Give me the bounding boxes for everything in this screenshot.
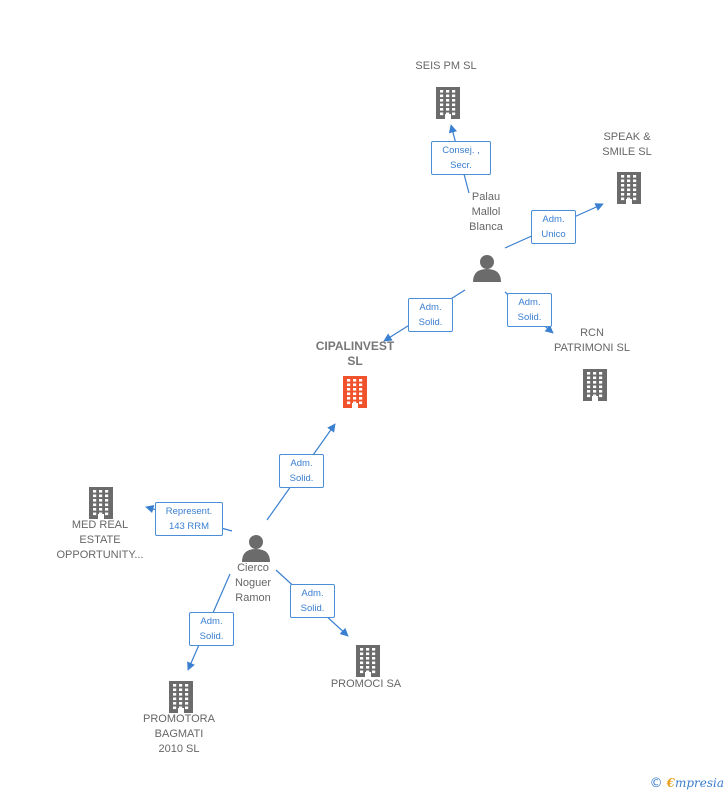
building-icon [436, 87, 460, 119]
edge-label: Consej. , Secr. [431, 141, 491, 175]
edge-label: Adm. Solid. [279, 454, 324, 488]
node-label-speak-smile[interactable]: SPEAK & SMILE SL [602, 131, 652, 158]
edge-label: Adm. Solid. [290, 584, 335, 618]
node-label-cierco[interactable]: Cierco Noguer Ramon [234, 562, 272, 604]
building-icon [617, 172, 641, 204]
building-icon [343, 376, 367, 408]
edge-label: Adm. Solid. [507, 293, 552, 327]
brand-name: mpresia [674, 776, 724, 790]
building-icon [356, 645, 380, 677]
node-label-med-real[interactable]: MED REAL ESTATE OPPORTUNITY... [56, 519, 144, 561]
node-label-cipalinvest[interactable]: CIPALINVEST SL [315, 339, 395, 368]
node-label-seis-pm[interactable]: SEIS PM SL [415, 60, 477, 72]
edge-label: Adm. Solid. [408, 298, 453, 332]
edge-label: Represent. 143 RRM [155, 502, 223, 536]
person-icon [242, 535, 270, 562]
person-icon [473, 255, 501, 282]
copyright-icon: © [649, 776, 663, 791]
node-label-rcn[interactable]: RCN PATRIMONI SL [554, 327, 630, 354]
building-icon [169, 681, 193, 713]
brand-initial: € [666, 776, 675, 790]
edge-label: Adm. Unico [531, 210, 576, 244]
node-label-promoci[interactable]: PROMOCI SA [330, 678, 402, 690]
building-icon [89, 487, 113, 519]
node-label-palau[interactable]: Palau Mallol Blanca [469, 191, 503, 233]
empresia-credit: ©€mpresia [650, 776, 724, 791]
building-icon [583, 369, 607, 401]
edge-label: Adm. Solid. [189, 612, 234, 646]
node-label-promotora[interactable]: PROMOTORA BAGMATI 2010 SL [143, 713, 215, 755]
